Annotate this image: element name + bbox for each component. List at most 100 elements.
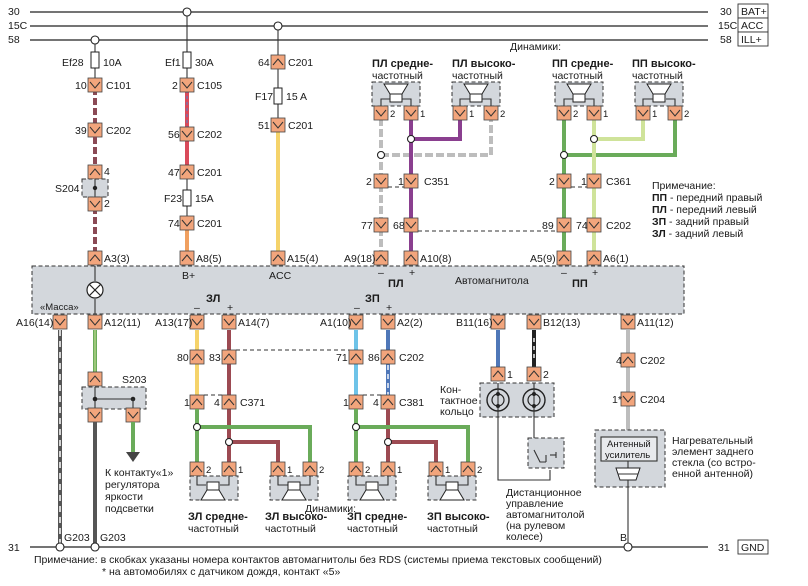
pin-a1: A1(10) — [320, 317, 352, 329]
c201-pin-74: 74 — [168, 218, 180, 230]
c351-label: C351 — [424, 176, 449, 188]
circuit-steering-remote: 1 2 Кон- тактное кольцо Дистанционное уп… — [440, 330, 585, 543]
antenna-desc-3: стекла (со встро- — [672, 457, 756, 469]
bus-58: 58 58 ILL+ — [8, 31, 769, 47]
pl-high-pin1: 1 — [469, 109, 474, 120]
c202-pin-56: 56 — [168, 129, 180, 141]
circuit-battery: Ef1 30A 2 C105 56 C202 47 C201 F23 15A 7… — [164, 7, 222, 266]
circuit-antenna: 4 C202 1* C204 Антенный усилитель Нагрев… — [594, 330, 756, 547]
speaker-pp-high-label-1: ПП высоко- — [632, 58, 696, 70]
c202-pin-77: 77 — [361, 220, 373, 232]
c202-rear-label: C202 — [399, 352, 424, 364]
legend-line-pp: ПП - передний правый — [652, 192, 762, 204]
s204-pin2-icon — [87, 196, 103, 212]
antenna-desc-1: Нагревательный — [672, 435, 753, 447]
c361-pin-a: 2 — [549, 176, 555, 188]
pp-minus: – — [561, 267, 567, 279]
bus-tag-gnd: GND — [741, 542, 765, 554]
fuse-ef1-icon — [182, 51, 192, 69]
bus-58-label: 58 — [8, 34, 20, 46]
pin-a12: A12(11) — [104, 317, 141, 329]
pin-a16: A16(14) — [16, 317, 53, 329]
pp-high-pin2: 2 — [684, 109, 689, 120]
c371-pin-b: 4 — [214, 397, 220, 409]
footnote-2: * на автомобилях с датчиком дождя, конта… — [102, 566, 340, 578]
abbreviation-legend: Примечание: ПП - передний правый ПЛ - пе… — [652, 180, 762, 240]
remote-label-2: управление — [506, 498, 564, 510]
circuit-illumination: Ef28 10A 10 C101 39 C202 4 S204 2 A3(3) — [55, 35, 131, 266]
zl-mid-pin2: 2 — [206, 465, 211, 476]
antenna-amp-label-2: усилитель — [605, 450, 650, 461]
pin-a6-icon — [586, 250, 602, 266]
speaker-pp-high: ПП высоко- частотный — [632, 58, 696, 108]
fuse-f17-icon — [273, 87, 283, 105]
speaker-pl-mid-label-2: частотный — [372, 70, 423, 82]
speaker-pp-mid: ПП средне- частотный — [552, 58, 614, 108]
switch-icon — [533, 449, 546, 463]
c202-label-b: C202 — [197, 129, 222, 141]
c101-label: C101 — [106, 80, 131, 92]
speaker-zp-mid-label-2: частотный — [347, 523, 398, 535]
speaker-pl-mid: ПЛ средне- частотный — [371, 58, 433, 108]
zl-plus: + — [227, 302, 233, 314]
fuse-ef28-rating: 10A — [103, 57, 122, 69]
zp-high-pin1: 1 — [445, 465, 450, 476]
c361-pin-b: 1 — [581, 176, 587, 188]
pl-plus: + — [409, 267, 415, 279]
c371-pin-a: 1 — [184, 397, 190, 409]
zl-mid-pin1: 1 — [238, 465, 243, 476]
remote-label-1: Дистанционное — [506, 487, 582, 499]
zp-mid-pin1: 1 — [397, 465, 402, 476]
pin-a3: A3(3) — [104, 253, 130, 265]
c351-pin1-icon — [403, 173, 419, 189]
arrow-down-icon — [126, 452, 140, 462]
c351-pin2-icon — [373, 173, 389, 189]
connector-c101-icon — [87, 77, 103, 93]
connector-c201-c-icon — [270, 54, 286, 70]
speaker-zl-mid: ЗЛ средне- частотный — [188, 475, 248, 535]
bus-tag-acc: ACC — [741, 20, 764, 32]
dimmer-note-4: подсветки — [105, 503, 154, 515]
speaker-zp-high: ЗП высоко- частотный — [427, 475, 490, 535]
ring-pin1: 1 — [507, 369, 513, 381]
fuse-ef28-icon — [90, 51, 100, 69]
speaker-zl-high-label-2: частотный — [265, 523, 316, 535]
bus-15c-label-right: 15C — [718, 20, 738, 32]
dimmer-note-1: К контакту«1» — [105, 467, 173, 479]
c202-pin89-icon — [556, 217, 572, 233]
fuse-f23-id: F23 — [164, 193, 182, 205]
bus-30: 30 30 BAT+ — [8, 3, 769, 19]
pin-a8: A8(5) — [196, 253, 222, 265]
contact-ring-box — [479, 382, 555, 418]
c204-label: C204 — [640, 394, 665, 406]
ground-g203-a: G203 — [64, 532, 90, 544]
c105-pin: 2 — [172, 80, 178, 92]
s204-pin2: 2 — [104, 198, 110, 210]
connector-c201-a-icon — [179, 164, 195, 180]
label-acc: ACC — [269, 270, 292, 282]
pin-a13: A13(17) — [155, 317, 192, 329]
pin-b12: B12(13) — [543, 317, 580, 329]
speaker-pl-mid-label-1: ПЛ средне- — [372, 58, 433, 70]
c202-pin-39: 39 — [75, 125, 87, 137]
legend-line-pl: ПЛ - передний левый — [652, 204, 757, 216]
speaker-zl-mid-label-2: частотный — [188, 523, 239, 535]
contact-ring-label-2: тактное — [440, 395, 478, 407]
s203-label: S203 — [122, 374, 147, 386]
remote-switch-box — [527, 437, 565, 469]
s204-pin4: 4 — [104, 166, 110, 178]
connector-c201-d-icon — [270, 117, 286, 133]
pin-a5-icon — [556, 250, 572, 266]
pin-a2: A2(2) — [397, 317, 423, 329]
antenna-amp-label-1: Антенный — [607, 439, 651, 450]
c202-pin-86: 86 — [368, 352, 380, 364]
c202-ant-pin: 4 — [616, 355, 622, 367]
pl-minus: – — [378, 267, 384, 279]
c371-label: C371 — [240, 397, 265, 409]
c361-pin1-icon — [586, 173, 602, 189]
speaker-pp-high-label-2: частотный — [632, 70, 683, 82]
speaker-pp-mid-label-2: частотный — [552, 70, 603, 82]
c351-pin-b: 1 — [398, 176, 404, 188]
circuit-front-left: 2 1 1 2 2 1 C351 77 68 A9(18) A10(8) — [344, 105, 556, 266]
